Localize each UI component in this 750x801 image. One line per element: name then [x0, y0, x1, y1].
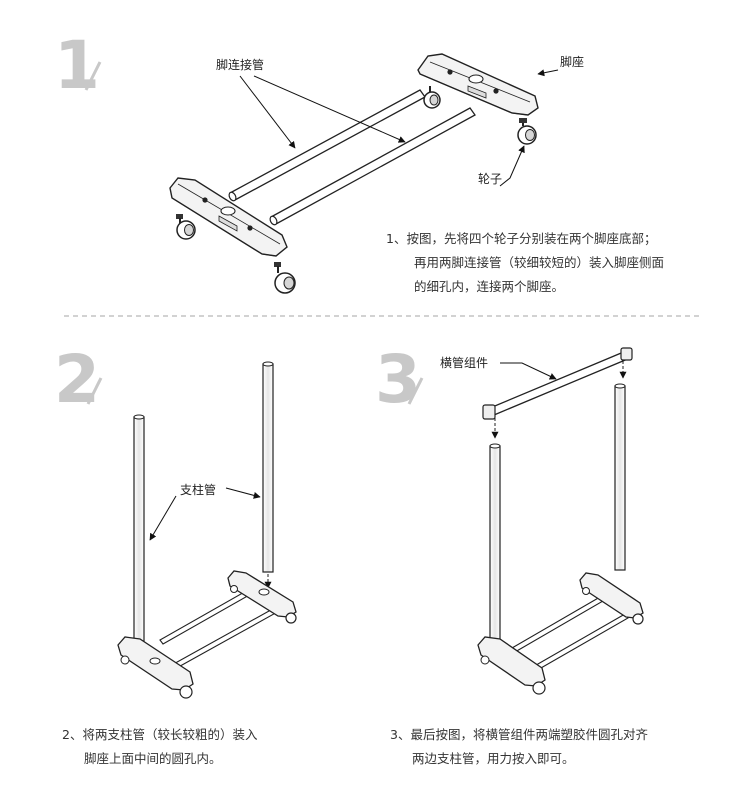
step-3-number: 3 — [375, 341, 424, 418]
label-wheel: 轮子 — [478, 145, 525, 187]
step-2: 2 — [54, 341, 297, 699]
crossbar — [482, 347, 633, 439]
label-base-text: 脚座 — [560, 54, 584, 69]
pillar-right — [262, 361, 274, 589]
step-3-caption: 3、最后按图，将横管组件两端塑胶件圆孔对齐 两边支柱管，用力按入即可。 — [390, 723, 648, 771]
step-2-caption-line-1: 2、将两支柱管（较长较粗的）装入 — [62, 727, 258, 742]
connect-tube-upper — [228, 89, 426, 202]
step3-pillar-left — [489, 443, 501, 645]
step-1-number: 1 — [54, 27, 102, 104]
label-crossbar: 横管组件 — [440, 355, 557, 380]
step3-pillar-right — [614, 383, 626, 571]
step-2-caption: 2、将两支柱管（较长较粗的）装入 脚座上面中间的圆孔内。 — [62, 723, 257, 771]
step-2-caption-line-2: 脚座上面中间的圆孔内。 — [84, 751, 222, 766]
step-1: 1 — [54, 27, 584, 294]
step-3-number-text: 3 — [375, 341, 421, 418]
base-upper — [417, 53, 539, 116]
label-base: 脚座 — [537, 54, 584, 77]
wheel-lower-right — [274, 262, 296, 294]
step3-base-front — [477, 636, 546, 695]
label-connect-tube: 脚连接管 — [216, 57, 406, 149]
step-1-number-text: 1 — [54, 27, 100, 104]
wheel-lower-left — [176, 214, 196, 240]
step-2-number: 2 — [54, 341, 103, 418]
step-3-caption-line-2: 两边支柱管，用力按入即可。 — [412, 751, 575, 766]
step-3-caption-line-1: 3、最后按图，将横管组件两端塑胶件圆孔对齐 — [390, 727, 648, 742]
step-1-caption-line-1: 1、按图，先将四个轮子分别装在两个脚座底部； — [386, 231, 657, 246]
label-pillar-text: 支柱管 — [180, 482, 216, 497]
step-1-caption-line-3: 的细孔内，连接两个脚座。 — [414, 279, 565, 294]
step3-base-back — [579, 572, 644, 625]
step2-base-front — [117, 636, 194, 699]
pillar-left — [133, 414, 145, 663]
label-connect-tube-text: 脚连接管 — [216, 57, 264, 72]
step-1-caption: 1、按图，先将四个轮子分别装在两个脚座底部； 再用两脚连接管（较细较短的）装入脚… — [386, 227, 664, 299]
label-crossbar-text: 横管组件 — [440, 355, 488, 370]
step-1-caption-line-2: 再用两脚连接管（较细较短的）装入脚座侧面 — [414, 255, 665, 270]
connect-tube-lower — [269, 107, 476, 226]
label-wheel-text: 轮子 — [478, 172, 502, 186]
step2-base-back — [227, 570, 297, 624]
step-3: 3 — [375, 341, 644, 695]
step-2-number-text: 2 — [54, 341, 100, 418]
base-lower — [169, 177, 288, 257]
label-pillar: 支柱管 — [149, 482, 261, 541]
wheel-upper-left — [423, 86, 441, 109]
wheel-upper-right — [517, 118, 537, 145]
